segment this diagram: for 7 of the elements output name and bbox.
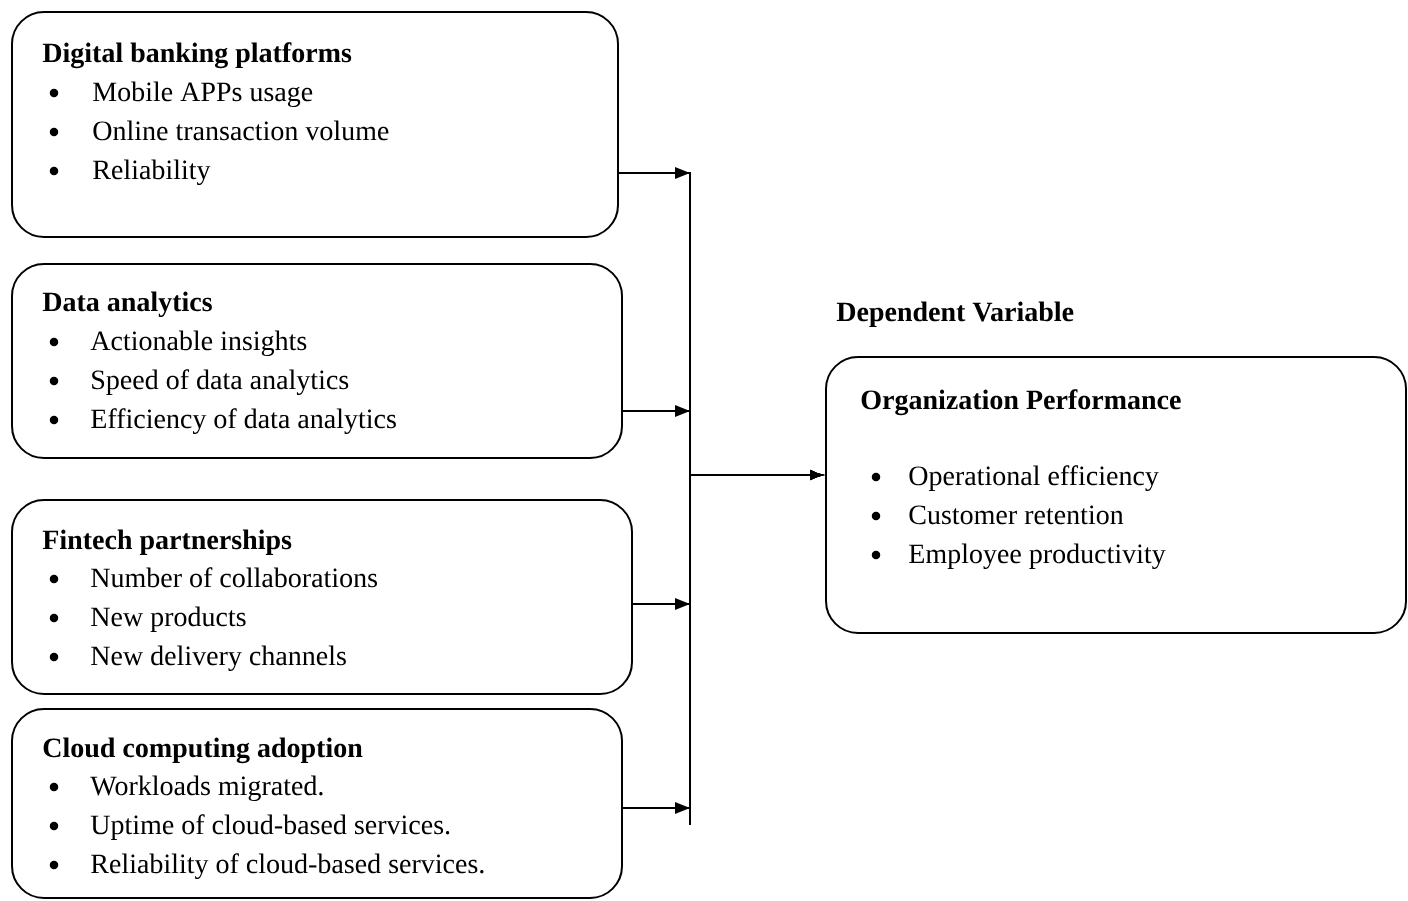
bullet-list-box: Data analytics Actionable insights Speed of data analytics Efficiency of data analytics bbox=[11, 263, 623, 459]
bullet-list-box: Digital banking platforms Mobile APPs usage Online transaction volume Reliability bbox=[11, 11, 619, 238]
bullet-list-box: Organization Performance Operational efficiency Customer retention Employee productivity bbox=[825, 356, 1407, 634]
arrow bbox=[622, 470, 822, 826]
bullet-list-box: Fintech partnerships Number of collaborations New products New delivery channels bbox=[11, 499, 633, 695]
heading: Dependent Variable bbox=[836, 301, 1074, 327]
bullet-list-box: Cloud computing adoption Workloads migrated. Uptime of cloud-based services. Reliability of cloud-based services. bbox=[11, 708, 623, 899]
